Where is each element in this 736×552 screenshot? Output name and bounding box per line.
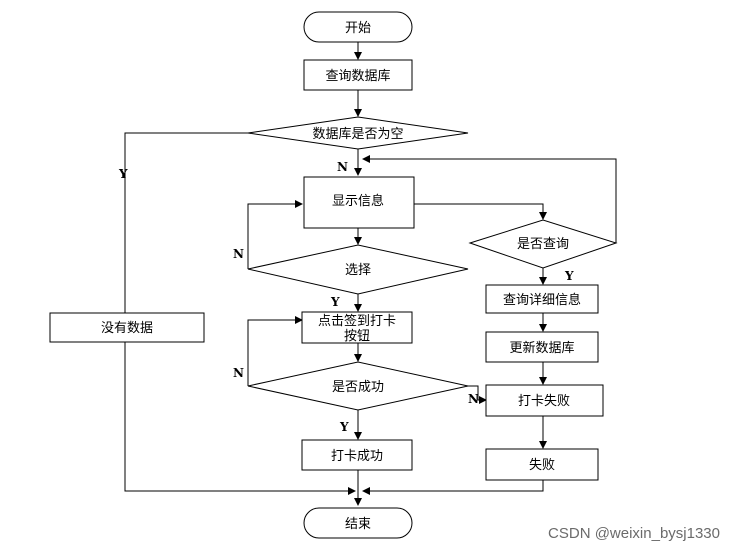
is-success-yes-label: Y [339,420,349,434]
checkin-success-label: 打卡成功 [331,449,383,464]
click-checkin-label-line1: 点击签到打卡 [318,313,396,329]
end-terminal [303,507,413,539]
edge-success-no-loop [247,316,303,386]
fail-box [485,448,599,481]
no-data-box [49,312,205,343]
edge-fail2-end [362,480,544,495]
edge-choose-no-loop [247,200,303,269]
start-terminal [303,11,413,43]
choose-no-label: N [233,247,244,261]
db-empty-no-label: N [337,160,348,174]
edge-isquery-no-loop [362,155,617,243]
is-success-no-left-label: N [233,366,244,380]
edge-show-isquery [414,203,547,220]
start-label: 开始 [345,21,371,36]
click-checkin-box [301,311,413,344]
query-detail-label: 查询详细信息 [503,292,581,308]
query-db-label: 查询数据库 [325,68,390,84]
db-empty-label: 数据库是否为空 [312,126,403,142]
show-info-box [303,176,415,229]
choose-label: 选择 [345,263,371,278]
update-db-box [485,331,599,363]
show-info-label: 显示信息 [332,193,384,209]
no-data-label: 没有数据 [101,321,153,336]
is-query-label: 是否查询 [517,237,569,252]
click-checkin-label-line2: 按钮 [344,329,370,344]
is-success-label: 是否成功 [332,380,384,395]
end-label: 结束 [345,517,371,532]
edge-success-no-fail [468,385,487,404]
query-detail-box [485,284,599,314]
edge-empty-yes-end [124,132,356,495]
checkin-success-box [301,439,413,471]
connectors [124,42,617,506]
db-empty-decision [247,116,469,150]
query-db-box [303,59,413,91]
is-query-yes-label: Y [564,269,574,283]
fail-label: 失败 [529,458,555,473]
is-success-decision [247,361,469,411]
choose-yes-label: Y [330,295,340,309]
checkin-fail-box [485,384,604,417]
is-success-no-right-label: N [468,392,479,406]
db-empty-yes-label: Y [118,167,128,181]
checkin-fail-label: 打卡失败 [518,394,570,409]
watermark: CSDN @weixin_bysj1330 [548,525,720,542]
choose-decision [247,244,469,295]
update-db-label: 更新数据库 [509,340,574,356]
is-query-decision [468,219,618,269]
